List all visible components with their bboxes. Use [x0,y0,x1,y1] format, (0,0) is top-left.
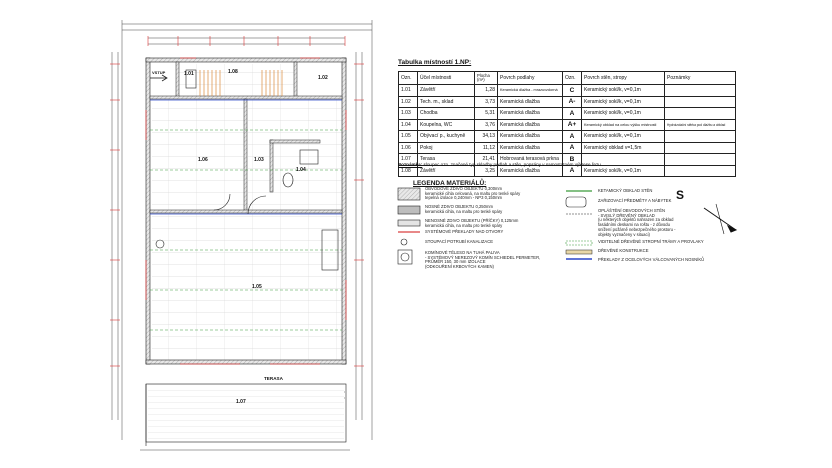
legend-title: LEGENDA MATERIÁLŮ: [413,180,487,187]
lintels [150,99,342,215]
legend-item: STOUPACÍ POTRUBÍ KANALIZACE [425,239,494,244]
cell-area: 34,13 [474,130,498,143]
cell-area: 3,76 [474,118,498,131]
room-label-1-08: 1.08 [228,69,238,75]
legend-item: KETAMICKÝ OBKLAD STĚN [598,188,653,193]
cell-cls: A [562,130,582,143]
cell-ozn: 1.08 [398,164,418,177]
table-row: 1.02 Tech. m., sklad 3,73 Keramická dlaž… [398,95,736,108]
cell-use: Terasa [417,153,475,166]
entry-label: VSTUP [152,70,166,75]
terrace-label: TERASA [264,376,283,381]
terrace [145,383,347,446]
swatch-drain-stack [400,238,408,246]
swatch-fixtures [565,196,587,208]
swatch-exterior-wall [397,187,421,201]
table-row: 1.05 Obývací p., kuchyně 34,13 Keramická… [398,130,736,143]
swatch-bearing-wall [397,205,421,215]
legend-item: SYSTÉMOVÉ PŘEKLADY NAD OTVORY [425,229,504,234]
cell-remark [664,153,736,166]
cell-remark [664,130,736,143]
legend-item: OBVODOVÉ ZDIVO OBJEKTU 0,300mm keramické… [425,186,521,201]
cell-remark [664,164,736,177]
room-label-1-06: 1.06 [198,157,208,163]
legend-item: KOMÍNOVÉ TĚLESO NA TUHÁ PALIVA - SYSTÉMO… [425,250,541,270]
walls [145,57,347,365]
timber-beams [199,70,283,96]
openings [145,57,347,365]
swatch-timber [565,249,593,255]
fixtures [155,69,339,271]
table-title: Tabulka místností 1.NP: [398,59,472,66]
room-label-1-01: 1.01 [184,71,194,77]
north-arrow-icon [703,203,738,235]
room-table: Ozn. Účel místnosti Plocha (m²) Povrch p… [398,71,736,177]
swatch-beams [565,240,593,246]
room-label-1-04: 1.04 [296,167,306,173]
table-row: 1.07 Terasa 21,41 Hobrovaná terasová prk… [398,153,736,166]
section-s-icon: S [676,188,684,202]
cell-ozn: 1.05 [398,130,418,143]
table-row: 1.08 Závětří 3,25 Keramická dlažba A Ker… [398,164,736,177]
floor-surfaces [148,64,344,440]
cell-floor: Keramická dlažba [497,141,563,154]
table-note: Poznámka: sloupec ozn. značené typ sklad… [398,162,601,167]
table-header-row: Ozn. Účel místnosti Plocha (m²) Povrch p… [398,71,736,85]
swatch-partition-wall [397,219,421,227]
col-header-remark: Poznámky [664,71,736,85]
room-label-1-05: 1.05 [252,284,262,290]
cell-area: 11,12 [474,141,498,154]
table-row: 1.04 Koupelna, WC 3,76 Keramická dlažba … [398,118,736,131]
cell-ozn: 1.07 [398,153,418,166]
legend-item: NOSNÉ ZDIVO OBJEKTU 0,250mm keramická ci… [425,204,503,214]
note-text: sloupec ozn. značené typ skladby podlah … [423,162,601,167]
swatch-chimney-flue [400,252,410,262]
room-label-1-03: 1.03 [254,157,264,163]
dimension-ticks [110,36,364,367]
legend-item: ZAŘIZOVACÍ PŘEDMĚTY A NÁBYTEK [598,198,672,203]
room-label-1-07: 1.07 [236,399,246,405]
table-row: 1.06 Pokoj 11,12 Keramická dlažba A Kera… [398,141,736,154]
room-label-1-02: 1.02 [318,75,328,81]
cell-remark [664,141,736,154]
legend-item: NENOSNÉ ZDIVO OBJEKTU (PŘÍČKY) 0,125mm k… [425,218,519,228]
col-header-use: Účel místnosti [417,71,475,85]
entry-arrow [150,74,168,82]
legend-item: DŘEVĚNÉ KONSTRUKCE [598,248,649,253]
legend-item: VIDITELNÉ DŘEVĚNÉ STROPNÍ TRÁMY A PROVLA… [598,239,704,244]
legend-item: OPLÁŠTĚNÍ OBVODOVÝCH STĚN - SVISLÝ DŘEVĚ… [598,208,676,237]
grid-beams [150,129,342,331]
cell-area: 21,41 [474,153,498,166]
cell-remark: Hydroizolační stěrka pod dlažbu a obklad [664,118,736,131]
note-label: Poznámka: [398,162,423,167]
swatch-chimney [397,249,413,265]
legend-item: PŘEKLADY Z OCELOVÝCH VÁLCOVANÝCH NOSNÍKŮ [598,257,705,262]
